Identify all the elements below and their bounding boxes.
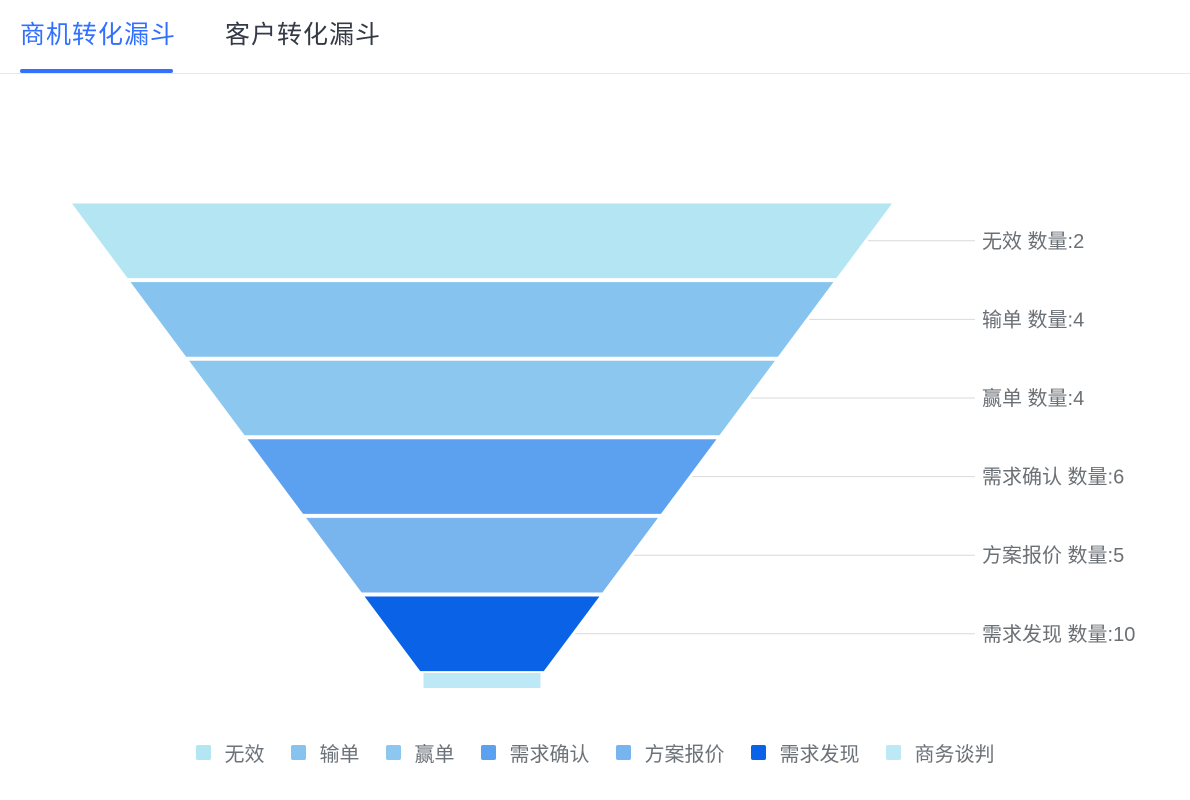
- chart-legend: 无效 输单 赢单 需求确认 方案报价 需求发现 商务谈判: [0, 738, 1190, 767]
- active-tab-indicator: [20, 69, 173, 73]
- funnel-label-2: 赢单 数量:4: [982, 387, 1084, 410]
- legend-swatch-icon: [290, 745, 306, 760]
- legend-label: 方案报价: [644, 744, 725, 766]
- legend-item-6[interactable]: 商务谈判: [885, 738, 995, 767]
- funnel-label-1: 输单 数量:4: [982, 308, 1084, 331]
- funnel-segment-0[interactable]: [70, 202, 894, 280]
- funnel-label-0: 无效 数量:2: [982, 230, 1084, 253]
- funnel-segment-6[interactable]: [422, 672, 542, 689]
- tab-business-conversion-funnel[interactable]: 商机转化漏斗: [20, 21, 177, 49]
- legend-item-0[interactable]: 无效: [195, 738, 265, 767]
- legend-label: 无效: [224, 744, 265, 766]
- funnel-label-4: 方案报价 数量:5: [982, 544, 1124, 567]
- legend-item-3[interactable]: 需求确认: [480, 738, 590, 767]
- legend-swatch-icon: [385, 745, 401, 760]
- legend-swatch-icon: [885, 745, 901, 760]
- tab-bar: 商机转化漏斗 客户转化漏斗: [0, 0, 1190, 74]
- legend-item-2[interactable]: 赢单: [385, 738, 455, 767]
- funnel-segment-2[interactable]: [187, 359, 777, 437]
- legend-swatch-icon: [195, 745, 211, 760]
- funnel-label-3: 需求确认 数量:6: [982, 466, 1124, 489]
- legend-swatch-icon: [750, 745, 766, 760]
- funnel-segment-4[interactable]: [304, 516, 660, 594]
- legend-label: 需求发现: [779, 744, 860, 766]
- funnel-segment-3[interactable]: [245, 438, 719, 515]
- legend-label: 赢单: [414, 744, 455, 766]
- legend-swatch-icon: [480, 745, 496, 760]
- funnel-label-5: 需求发现 数量:10: [982, 623, 1135, 646]
- funnel-segment-1[interactable]: [128, 281, 836, 358]
- legend-item-1[interactable]: 输单: [290, 738, 360, 767]
- legend-swatch-icon: [615, 745, 631, 760]
- legend-item-4[interactable]: 方案报价: [615, 738, 725, 767]
- funnel-segment-5[interactable]: [362, 595, 602, 673]
- legend-item-5[interactable]: 需求发现: [750, 738, 860, 767]
- legend-label: 需求确认: [509, 744, 590, 766]
- tab-customer-conversion-funnel[interactable]: 客户转化漏斗: [225, 21, 382, 49]
- legend-label: 商务谈判: [914, 744, 995, 766]
- legend-label: 输单: [319, 744, 360, 766]
